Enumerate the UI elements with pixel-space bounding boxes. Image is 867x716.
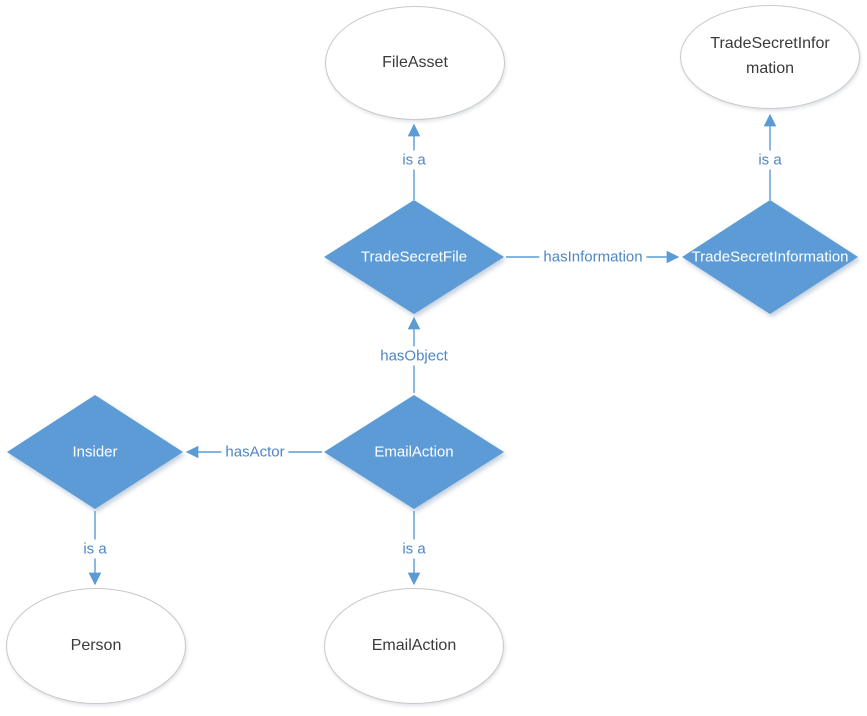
- edge-label-hasinformation: hasInformation: [539, 247, 647, 267]
- diamond-label-insider: Insider: [72, 443, 118, 461]
- edge-label-isa-emailaction: is a: [398, 539, 430, 559]
- diamond-label-trade-secret-file: TradeSecretFile: [360, 248, 468, 266]
- edge-label-hasobject: hasObject: [376, 346, 452, 366]
- node-label: EmailAction: [371, 636, 457, 654]
- edge-label-isa-person: is a: [79, 539, 111, 559]
- diamond-trade-secret-file: [324, 200, 504, 314]
- node-person-class: Person: [6, 588, 186, 704]
- diamond-insider: [7, 395, 183, 509]
- diamond-label-trade-secret-information: TradeSecretInformation: [691, 248, 849, 266]
- node-file-asset-class: FileAsset: [325, 6, 505, 120]
- node-trade-secret-information-class: TradeSecretInformation: [680, 5, 860, 109]
- diamond-label-email-action: EmailAction: [374, 443, 454, 461]
- diamond-trade-secret-information: [682, 200, 858, 314]
- diamond-email-action: [324, 395, 504, 509]
- node-label: Person: [70, 636, 122, 654]
- node-label: FileAsset: [382, 53, 448, 71]
- node-email-action-class: EmailAction: [324, 588, 504, 704]
- edge-label-hasactor: hasActor: [221, 442, 289, 462]
- edge-label-isa-tradesecretinformation: is a: [754, 150, 786, 170]
- edge-label-isa-fileasset: is a: [398, 150, 430, 170]
- node-label: TradeSecretInformation: [710, 35, 830, 77]
